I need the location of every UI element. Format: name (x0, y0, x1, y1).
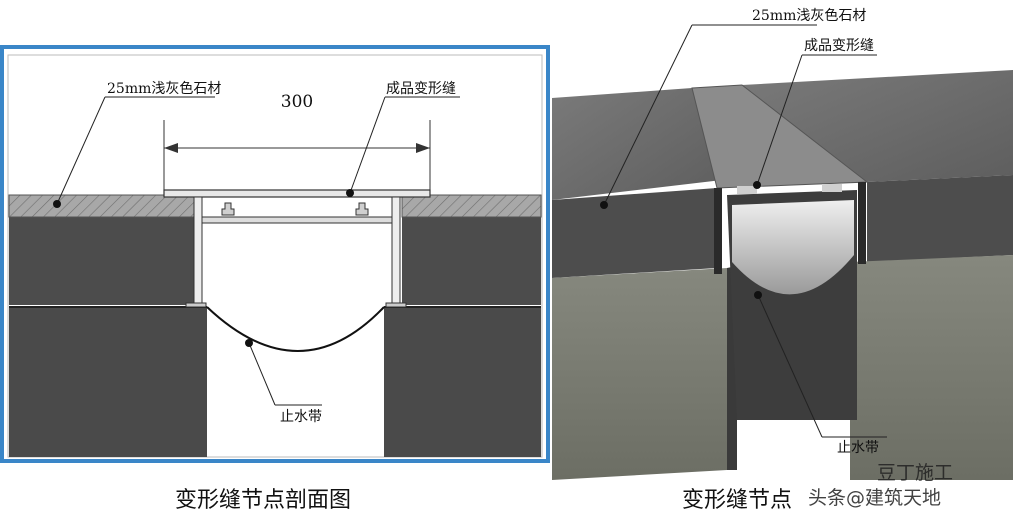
watermark-line1: 豆丁施工 (877, 462, 954, 484)
left-lower-block (552, 268, 727, 480)
label-joint-right: 成品变形缝 (804, 38, 874, 54)
label-stone-left: 25mm浅灰色石材 (107, 80, 221, 97)
label-waterstop-right: 止水带 (837, 440, 879, 456)
left-slab-top (552, 88, 722, 200)
right-slab-top (742, 70, 1013, 182)
left-lower-concrete (9, 307, 207, 457)
left-caption: 变形缝节点剖面图 (175, 488, 352, 513)
section-diagram-svg: 300 25mm浅灰色石材 成品变形缝 止水带 (0, 45, 550, 463)
dimension-text: 300 (281, 92, 313, 112)
cover-plate (163, 189, 431, 198)
rendering-svg: 25mm浅灰色石材 成品变形缝 止水带 (552, 7, 1013, 480)
label-joint-left: 成品变形缝 (386, 81, 456, 97)
right-stone-layer (401, 194, 542, 218)
section-diagram-panel: 300 25mm浅灰色石材 成品变形缝 止水带 (0, 45, 552, 465)
right-lower-block (850, 255, 1013, 480)
left-stone-layer (8, 194, 195, 218)
right-upper-concrete (402, 215, 541, 305)
label-waterstop-left: 止水带 (280, 409, 322, 425)
right-caption: 变形缝节点 (682, 488, 793, 513)
label-stone-right: 25mm浅灰色石材 (752, 7, 866, 24)
waterstop-3d (732, 200, 854, 295)
left-upper-concrete (9, 215, 194, 305)
waterstop-curve (206, 306, 385, 352)
right-lower-concrete (384, 307, 541, 457)
cover-plate-3d (691, 84, 869, 189)
watermark-line2: 头条@建筑天地 (808, 487, 942, 509)
rendering-panel: 25mm浅灰色石材 成品变形缝 止水带 (552, 0, 1013, 480)
